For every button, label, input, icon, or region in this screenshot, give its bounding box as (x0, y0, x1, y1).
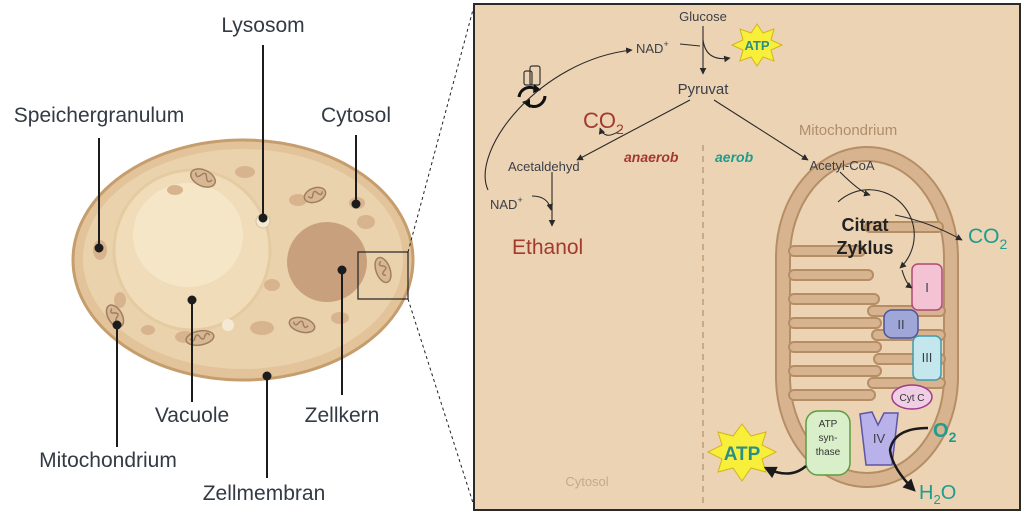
atp-synthase-line2: syn- (819, 433, 838, 444)
label-zyklus: Zyklus (836, 238, 893, 258)
cell-illustration (71, 5, 475, 507)
label-anaerob: anaerob (624, 149, 679, 165)
label-speichergranulum: Speichergranulum (14, 104, 184, 127)
label-acetyl-coa: Acetyl-CoA (809, 158, 874, 173)
label-zellmembran: Zellmembran (203, 482, 326, 505)
label-citrat: Citrat (841, 215, 888, 235)
nucleus-shape (287, 222, 367, 302)
label-glucose: Glucose (679, 9, 727, 24)
zoom-box (357, 251, 409, 300)
label-pyruvat: Pyruvat (678, 81, 730, 98)
recycle-bottle-icon (517, 65, 547, 109)
cyt-c: Cyt C (891, 384, 933, 410)
zoom-line-bottom (407, 298, 475, 507)
label-cytosol-panel: Cytosol (565, 474, 608, 489)
label-zellkern: Zellkern (305, 404, 380, 427)
label-h2o: H2O (919, 482, 956, 507)
label-o2: O2 (933, 420, 957, 445)
atp-bottom-label: ATP (724, 444, 761, 465)
label-co2-right: CO2 (968, 225, 1008, 252)
atp-synthase-line3: thase (816, 447, 841, 458)
label-co2-left: CO2 (583, 108, 624, 137)
label-cytosol: Cytosol (321, 104, 391, 127)
pathway-arrows (484, 26, 963, 289)
atp-star-bottom: ATP (706, 423, 778, 482)
vacuole-highlight (133, 183, 243, 287)
atp-star-top: ATP (730, 23, 784, 67)
etc-arrows (763, 426, 929, 492)
complex-i: I (911, 263, 943, 311)
cell-pointers (94, 45, 361, 478)
complex-i-label: I (925, 280, 929, 295)
complex-ii-label: II (897, 317, 904, 332)
label-aerob: aerob (715, 149, 754, 165)
label-acetaldehyd: Acetaldehyd (508, 159, 580, 174)
complex-iv-label: IV (873, 431, 886, 446)
label-vacuole: Vacuole (155, 404, 229, 427)
complex-iii-label: III (922, 350, 933, 365)
label-mitochondrium: Mitochondrium (39, 449, 177, 472)
cyt-c-label: Cyt C (900, 393, 925, 404)
atp-synthase-line1: ATP (819, 419, 838, 430)
complex-iv: IV (859, 411, 899, 466)
atp-top-label: ATP (744, 38, 769, 53)
atp-synthase: ATP syn- thase (805, 410, 851, 476)
label-lysosom: Lysosom (221, 14, 304, 37)
label-nad-left: NAD+ (490, 195, 523, 212)
complex-iii: III (912, 335, 942, 381)
vesicle-shape (222, 319, 234, 331)
complex-ii: II (883, 309, 919, 339)
label-mitochondrium-panel: Mitochondrium (799, 122, 897, 139)
label-ethanol: Ethanol (512, 236, 583, 259)
zoom-line-top (407, 5, 475, 253)
label-nad-top: NAD+ (636, 39, 669, 56)
